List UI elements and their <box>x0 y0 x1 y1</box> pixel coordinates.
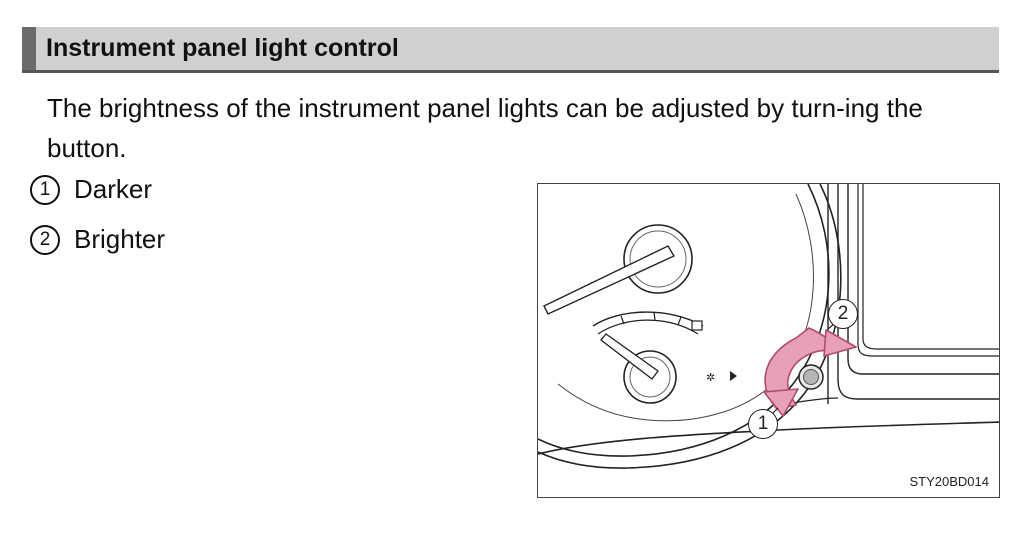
list-label-brighter: Brighter <box>74 224 166 254</box>
figure-code: STY20BD014 <box>909 474 990 489</box>
list-number-2: 2 <box>30 224 60 255</box>
list-item-darker: 1 Darker <box>30 174 152 205</box>
section-title: Instrument panel light control <box>46 34 399 62</box>
section-header: Instrument panel light control <box>22 27 999 73</box>
section-accent-bar <box>22 27 36 70</box>
list-number-1: 1 <box>30 174 60 205</box>
list-label-darker: Darker <box>74 174 153 204</box>
illustration-drawing: ✲ <box>538 184 999 469</box>
callout-2: 2 <box>828 299 858 329</box>
callout-1: 1 <box>748 409 778 439</box>
intro-paragraph: The brightness of the instrument panel l… <box>47 93 923 163</box>
svg-text:✲: ✲ <box>706 371 715 384</box>
list-item-brighter: 2 Brighter <box>30 224 165 255</box>
instrument-panel-illustration: ✲ 2 1 STY20BD014 <box>537 183 1000 498</box>
